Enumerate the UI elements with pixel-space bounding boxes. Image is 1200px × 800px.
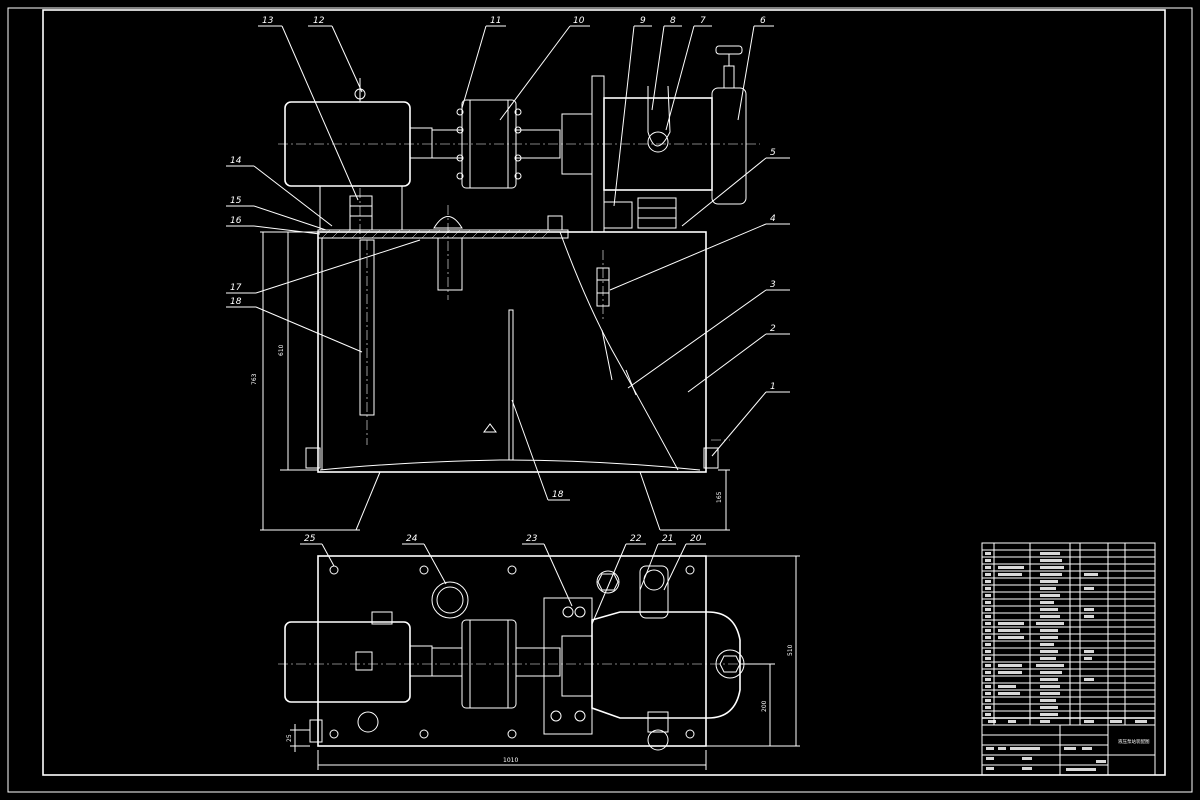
dim-text-165: 165 [716, 491, 723, 503]
fitting-9 [603, 201, 633, 229]
callout-4: 4 [770, 214, 776, 224]
fitting-8 [637, 197, 677, 229]
return-pipe [437, 237, 463, 291]
callout-3: 3 [770, 280, 776, 290]
plan-view [278, 555, 800, 770]
dim-text-610: 610 [278, 344, 285, 356]
parts-list-table [981, 542, 1156, 726]
lifting-eye [354, 88, 366, 100]
section-break [559, 231, 679, 471]
callout-22: 22 [630, 534, 642, 544]
callout-7: 7 [700, 16, 706, 26]
callout-21: 21 [662, 534, 673, 544]
dim-text-25: 25 [286, 734, 293, 742]
callout-2: 2 [770, 324, 776, 334]
pump-plan [591, 611, 741, 719]
callout-11: 11 [490, 16, 501, 26]
fitting-22-plan [596, 570, 620, 594]
callout-10: 10 [573, 16, 585, 26]
inner-frame [42, 9, 1166, 776]
outlet-elbow [647, 85, 671, 147]
tank-body [317, 231, 707, 473]
callout-8: 8 [670, 16, 676, 26]
callout-23: 23 [526, 534, 538, 544]
title-block: 液压泵站装配图 [981, 724, 1156, 776]
callout-18-lower: 18 [552, 490, 564, 500]
outer-border [7, 7, 1193, 793]
corner-bolt [329, 565, 339, 575]
callout-20: 20 [690, 534, 702, 544]
callout-6: 6 [760, 16, 766, 26]
drain-plug-left [305, 447, 321, 469]
front-view [260, 45, 760, 531]
mount-bolt-13 [349, 195, 373, 231]
air-breather [433, 216, 463, 229]
callout-1: 1 [770, 382, 776, 392]
adjust-knob [715, 45, 743, 55]
dim-text-763: 763 [251, 373, 258, 385]
callout-9: 9 [640, 16, 646, 26]
callout-16: 16 [230, 216, 242, 226]
filler-cap [431, 581, 469, 619]
callout-15: 15 [230, 196, 242, 206]
motor-bracket [319, 185, 403, 231]
dim-text-200: 200 [761, 700, 768, 712]
cover-hatch [321, 229, 551, 239]
callout-13: 13 [262, 16, 274, 26]
callout-14: 14 [230, 156, 242, 166]
drawing-title: 液压泵站装配图 [1118, 738, 1150, 745]
terminal-box [355, 651, 373, 671]
dim-text-510: 510 [787, 644, 794, 656]
fluid-bottom [319, 459, 701, 471]
drain-plan [357, 711, 379, 733]
fitting-21-plan [639, 565, 669, 619]
callout-5: 5 [770, 148, 776, 158]
base-plate [317, 555, 707, 747]
callout-25: 25 [304, 534, 316, 544]
dim-text-1010: 1010 [503, 757, 518, 764]
drain-plug-right [703, 447, 719, 469]
callout-17: 17 [230, 283, 242, 293]
leader-lines [226, 25, 790, 625]
callout-24: 24 [406, 534, 418, 544]
pump-bracket [591, 75, 605, 233]
callout-12: 12 [313, 16, 325, 26]
callout-18: 18 [230, 297, 242, 307]
baffle-plate [508, 309, 514, 461]
motor-plan [284, 621, 411, 703]
